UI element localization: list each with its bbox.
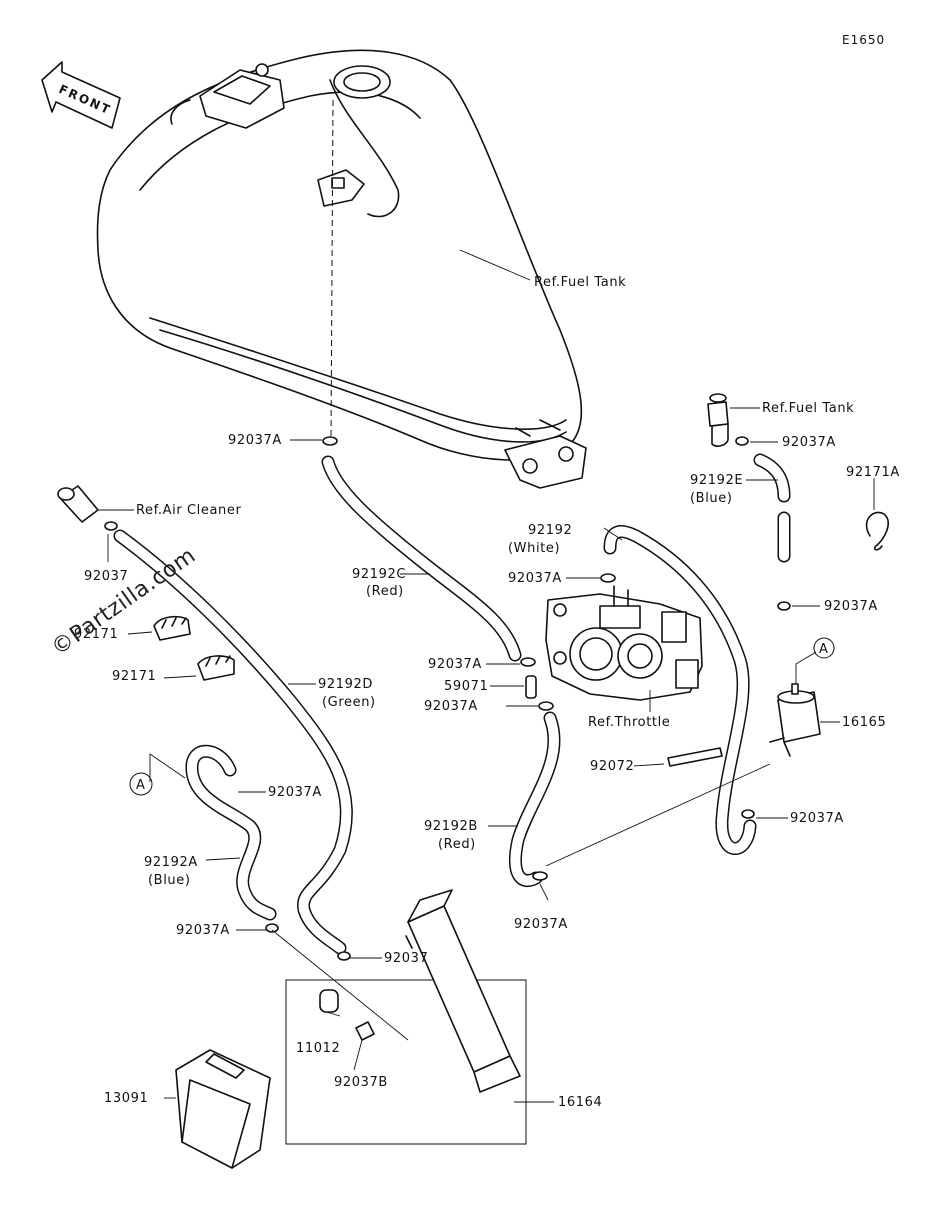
label-92171-top: 92171 [74,627,118,642]
routing-line-right [545,763,771,867]
connector-a-right-circle [813,637,835,659]
label-92192a: 92192A [144,855,198,870]
label-92072: 92072 [590,759,634,774]
clamp-92037a-valve [735,436,749,446]
clip-92171-top [153,615,191,641]
hose-92192-white [603,525,757,855]
connector-a-left-circle [129,772,153,796]
canister-16164 [285,889,527,1145]
label-92171-bottom: 92171 [112,669,156,684]
label-92037a-mid-1: 92037A [428,657,482,672]
diagram-code: E1650 [842,33,885,47]
label-92192a-color: (Blue) [148,873,191,888]
front-arrow-icon: FRONT [41,61,121,129]
hose-92192e [753,453,791,563]
leader-lines [98,249,875,1103]
label-92192b-color: (Red) [438,837,476,852]
clamp-92037a-bottom-mid [532,871,548,881]
label-92192-white: 92192 [528,523,572,538]
connector-a-right: A [819,642,829,657]
label-59071: 59071 [444,679,488,694]
connector-a-right-leader [795,651,817,684]
clamp-92037a-tank [322,436,338,446]
label-92037b: 92037B [334,1075,388,1090]
clamp-92037a-right-low [741,809,755,819]
label-92171a: 92171A [846,465,900,480]
label-ref-throttle: Ref.Throttle [588,715,670,730]
label-92192e-color: (Blue) [690,491,733,506]
hose-92192d [113,529,353,955]
label-ref-fuel-tank-valve: Ref.Fuel Tank [762,401,854,416]
label-92037a-valve: 92037A [782,435,836,450]
label-92037a-bottom-mid: 92037A [514,917,568,932]
clamp-92037b [355,1021,375,1041]
clip-92171-bottom [197,655,235,681]
label-92037-low: 92037 [384,951,428,966]
label-11012: 11012 [296,1041,340,1056]
clip-92171a [865,511,889,551]
connector-a-left: A [136,778,146,793]
clamp-92037a-left-low [265,923,279,933]
cover-13091 [175,1049,271,1169]
fitting-59071 [525,675,537,699]
connector-a-left-leader [149,753,186,782]
label-92037a-a-hose: 92037A [268,785,322,800]
label-13091: 13091 [104,1091,148,1106]
label-92037a-right: 92037A [824,599,878,614]
fuel-tank [96,49,587,489]
label-92037a-mid-2: 92037A [424,699,478,714]
label-92192c-color: (Red) [366,584,404,599]
separator-16165 [769,683,821,757]
air-cleaner-fitting [57,485,118,531]
label-92192d-color: (Green) [322,695,376,710]
clamp-92037-low [337,951,351,961]
clamp-92037a-mid-2 [538,701,554,711]
watermark: ©Partzilla.com [47,543,200,661]
label-ref-air-cleaner: Ref.Air Cleaner [136,503,241,518]
label-92192-white-color: (White) [508,541,560,556]
label-16165: 16165 [842,715,886,730]
throttle-body [545,585,703,701]
label-92037a-right-low: 92037A [790,811,844,826]
label-92192e: 92192E [690,473,743,488]
label-ref-fuel-tank-main: Ref.Fuel Tank [534,275,626,290]
label-92037a-tank: 92037A [228,433,282,448]
alignment-dash-tank [330,99,334,441]
hose-92192a [185,744,277,921]
vent-valve-top [707,393,729,447]
label-92192d: 92192D [318,677,373,692]
band-92072 [667,747,723,767]
clamp-92037a-right [777,601,791,611]
label-92037a-left-low: 92037A [176,923,230,938]
label-16164: 16164 [558,1095,602,1110]
label-92192b: 92192B [424,819,478,834]
routing-line-left [271,929,409,1041]
label-92192c: 92192C [352,567,406,582]
plug-11012 [319,989,339,1013]
hose-92192c [321,455,522,662]
clamp-92037a-throttle-top [600,573,616,583]
label-92037a-throttle-top: 92037A [508,571,562,586]
hose-92192b [508,711,561,888]
clamp-92037a-mid-1 [520,657,536,667]
label-92037-air: 92037 [84,569,128,584]
